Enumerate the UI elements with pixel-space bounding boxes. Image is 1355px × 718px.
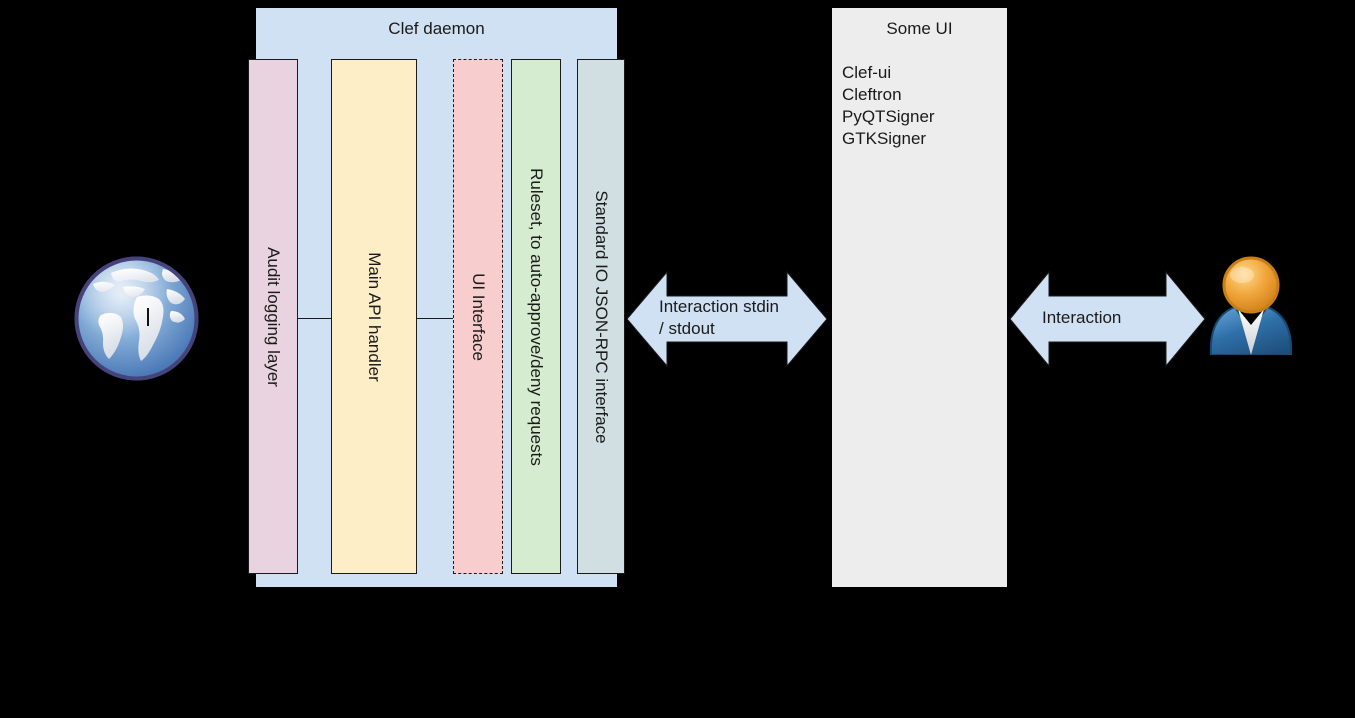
stdio-double-arrow: Interaction stdin / stdout	[627, 268, 827, 370]
connector-audit-to-api	[297, 318, 332, 319]
list-item: Cleftron	[842, 85, 902, 104]
component-label-ruleset: Ruleset, to auto-approve/deny requests	[527, 167, 546, 466]
connector-api-to-ui	[416, 318, 454, 319]
list-item: Clef-ui	[842, 63, 892, 82]
some-ui-implementation-list: Clef-ui Cleftron PyQTSigner GTKSigner	[842, 62, 1002, 150]
component-standard-io-jsonrpc-interface: Standard IO JSON-RPC interface	[577, 59, 625, 574]
globe-icon	[71, 253, 202, 384]
clef-daemon-container	[256, 8, 617, 587]
component-label-ui-interface: UI Interface	[469, 272, 488, 361]
list-item: GTKSigner	[842, 129, 927, 148]
component-audit-logging-layer: Audit logging layer	[248, 59, 298, 574]
component-main-api-handler: Main API handler	[331, 59, 417, 574]
interaction-double-arrow: Interaction	[1010, 268, 1205, 370]
some-ui-title: Some UI	[886, 19, 953, 38]
component-ui-interface: UI Interface	[453, 59, 503, 574]
user-icon	[1205, 255, 1297, 356]
stdio-arrow-label-line1: Interaction stdin	[659, 297, 780, 316]
component-label-standard-io-jsonrpc-interface: Standard IO JSON-RPC interface	[592, 189, 611, 444]
component-label-main-api-handler: Main API handler	[365, 251, 384, 382]
some-ui-panel	[832, 8, 1007, 587]
interaction-arrow-label: Interaction	[1042, 308, 1122, 327]
list-item: PyQTSigner	[842, 107, 935, 126]
clef-daemon-title: Clef daemon	[388, 19, 485, 38]
component-ruleset: Ruleset, to auto-approve/deny requests	[511, 59, 561, 574]
component-label-audit-logging-layer: Audit logging layer	[264, 246, 283, 387]
stdio-arrow-label-line2: / stdout	[659, 319, 715, 338]
